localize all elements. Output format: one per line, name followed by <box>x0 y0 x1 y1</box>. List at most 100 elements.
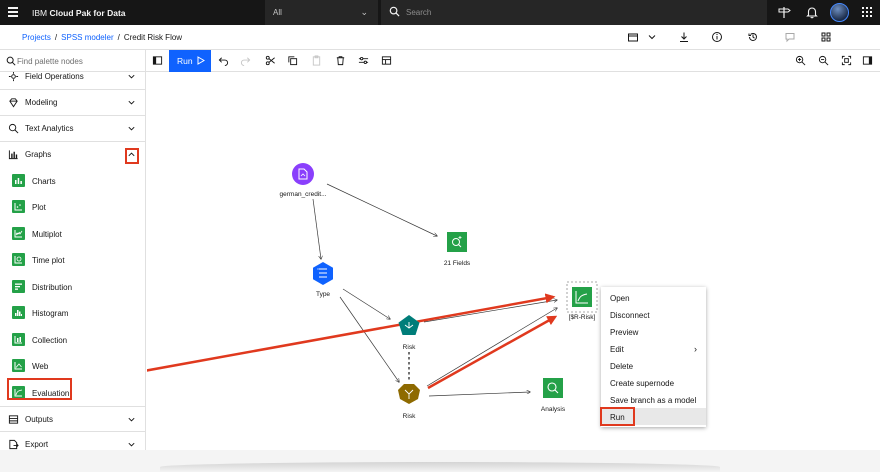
node-context-menu: Open Disconnect Preview Edit › Delete Cre… <box>601 287 706 427</box>
node-source-icon[interactable] <box>292 163 314 185</box>
node-fields-icon[interactable] <box>447 232 467 252</box>
notification-bell-icon[interactable] <box>805 5 819 19</box>
run-highlight <box>600 407 635 426</box>
palette-category-outputs[interactable]: Outputs <box>0 406 145 432</box>
palette-node-charts[interactable]: Charts <box>0 168 145 194</box>
breadcrumb: Projects/SPSS modeler/Credit Risk Flow <box>22 33 182 42</box>
chevron-up-icon[interactable] <box>127 150 136 159</box>
paste-icon[interactable] <box>311 55 322 66</box>
chevron-down-icon[interactable] <box>646 31 658 43</box>
flow-settings-icon[interactable] <box>627 31 639 43</box>
download-icon[interactable] <box>678 31 690 43</box>
run-button[interactable]: Run <box>169 50 211 72</box>
breadcrumb-projects[interactable]: Projects <box>22 33 51 42</box>
delete-icon[interactable] <box>335 55 346 66</box>
undo-icon[interactable] <box>218 55 229 66</box>
canvas-toolbar: Run <box>0 50 880 72</box>
menu-icon[interactable] <box>8 7 18 17</box>
brand-name: Cloud Pak for Data <box>49 8 126 18</box>
toggle-palette-icon[interactable] <box>152 55 163 66</box>
annotation-arrow-drag <box>147 293 556 372</box>
node-label: Plot <box>32 203 46 212</box>
node-label: Distribution <box>32 283 73 292</box>
user-avatar[interactable] <box>830 3 849 22</box>
node-evaluation-icon[interactable] <box>566 281 598 313</box>
menu-item-open[interactable]: Open <box>610 294 630 303</box>
chevron-right-icon: › <box>694 344 697 354</box>
menu-item-edit[interactable]: Edit › <box>601 340 706 357</box>
node-analysis-label: Analysis <box>540 406 566 413</box>
palette-category-export[interactable]: Export <box>0 432 145 450</box>
palette-node-time-plot[interactable]: Time plot <box>0 247 145 273</box>
palette-node-plot[interactable]: Plot <box>0 194 145 220</box>
scope-value: All <box>273 8 282 17</box>
palette-node-histogram[interactable]: Histogram <box>0 300 145 326</box>
search-input[interactable] <box>406 5 706 19</box>
product-name[interactable]: IBM Cloud Pak for Data <box>32 8 126 18</box>
flow-canvas[interactable]: german_credit... 21 Fields Type Risk Ris… <box>147 72 880 450</box>
time-plot-icon <box>12 253 25 266</box>
palette-node-multiplot[interactable]: Multiplot <box>0 221 145 247</box>
menu-item-create-supernode[interactable]: Create supernode <box>610 379 675 388</box>
palette-search-input[interactable] <box>17 54 142 68</box>
chevron-down-icon <box>128 100 135 105</box>
copy-icon[interactable] <box>287 55 298 66</box>
node-label: Charts <box>32 177 56 186</box>
zoom-in-icon[interactable] <box>795 55 806 66</box>
palette-category-modeling[interactable]: Modeling <box>0 90 145 116</box>
breadcrumb-spss-modeler[interactable]: SPSS modeler <box>61 33 114 42</box>
breadcrumb-bar: Projects/SPSS modeler/Credit Risk Flow <box>0 25 880 50</box>
node-risk-model-icon[interactable] <box>398 315 420 335</box>
category-label: Text Analytics <box>25 124 74 133</box>
node-risk-nugget-icon[interactable] <box>398 384 420 404</box>
redo-icon[interactable] <box>240 55 251 66</box>
node-type-icon[interactable] <box>313 262 333 285</box>
top-navigation-bar: IBM Cloud Pak for Data All ⌄ <box>0 0 880 25</box>
zoom-out-icon[interactable] <box>818 55 829 66</box>
multiplot-icon <box>12 227 25 240</box>
menu-item-disconnect[interactable]: Disconnect <box>610 311 650 320</box>
palette-category-text-analytics[interactable]: Text Analytics <box>0 116 145 142</box>
comments-icon[interactable] <box>784 31 796 43</box>
node-label: Collection <box>32 336 68 345</box>
diamond-icon <box>9 98 18 108</box>
annotation-arrow-connect <box>427 315 558 390</box>
palette-node-web[interactable]: Web <box>0 353 145 379</box>
fit-to-screen-icon[interactable] <box>841 55 852 66</box>
breadcrumb-separator: / <box>54 33 58 42</box>
node-analysis-icon[interactable] <box>543 378 563 398</box>
global-search <box>381 0 767 25</box>
palette-search <box>0 50 146 72</box>
flow-properties-icon[interactable] <box>381 55 392 66</box>
chevron-down-icon: ⌄ <box>360 7 368 17</box>
palette-node-distribution[interactable]: Distribution <box>0 274 145 300</box>
scope-dropdown[interactable]: All ⌄ <box>265 0 378 25</box>
settings-adjust-icon[interactable] <box>358 55 369 66</box>
menu-item-preview[interactable]: Preview <box>610 328 639 337</box>
annotation-arrows <box>147 293 558 390</box>
palette-category-graphs[interactable]: Graphs <box>0 142 145 168</box>
search-icon <box>6 56 16 66</box>
palette-node-collection[interactable]: Collection <box>0 327 145 353</box>
menu-item-edit-label: Edit <box>610 345 624 354</box>
app-switcher-icon[interactable] <box>860 5 874 19</box>
link-source-type <box>312 198 321 259</box>
export-icon <box>9 439 19 450</box>
signpost-icon[interactable] <box>777 5 791 19</box>
palette-category-field-operations[interactable]: Field Operations <box>0 72 145 90</box>
cut-icon[interactable] <box>265 55 276 66</box>
menu-item-save-branch[interactable]: Save branch as a model <box>610 396 697 405</box>
node-palette: Field Operations Modeling Text Analytics… <box>0 72 146 450</box>
chevron-down-icon <box>128 417 135 422</box>
information-icon[interactable] <box>711 31 723 43</box>
menu-item-delete[interactable]: Delete <box>610 362 634 371</box>
field-operations-icon <box>8 72 19 82</box>
apps-icon[interactable] <box>820 31 832 43</box>
bar-chart-icon <box>8 150 18 160</box>
chevron-down-icon <box>128 126 135 131</box>
open-panel-icon[interactable] <box>862 55 873 66</box>
palette-node-evaluation[interactable]: Evaluation <box>0 380 145 406</box>
history-icon[interactable] <box>747 31 759 43</box>
link-risk-nugget-evaluation <box>426 308 557 387</box>
menu-item-run[interactable]: Run <box>601 408 706 425</box>
